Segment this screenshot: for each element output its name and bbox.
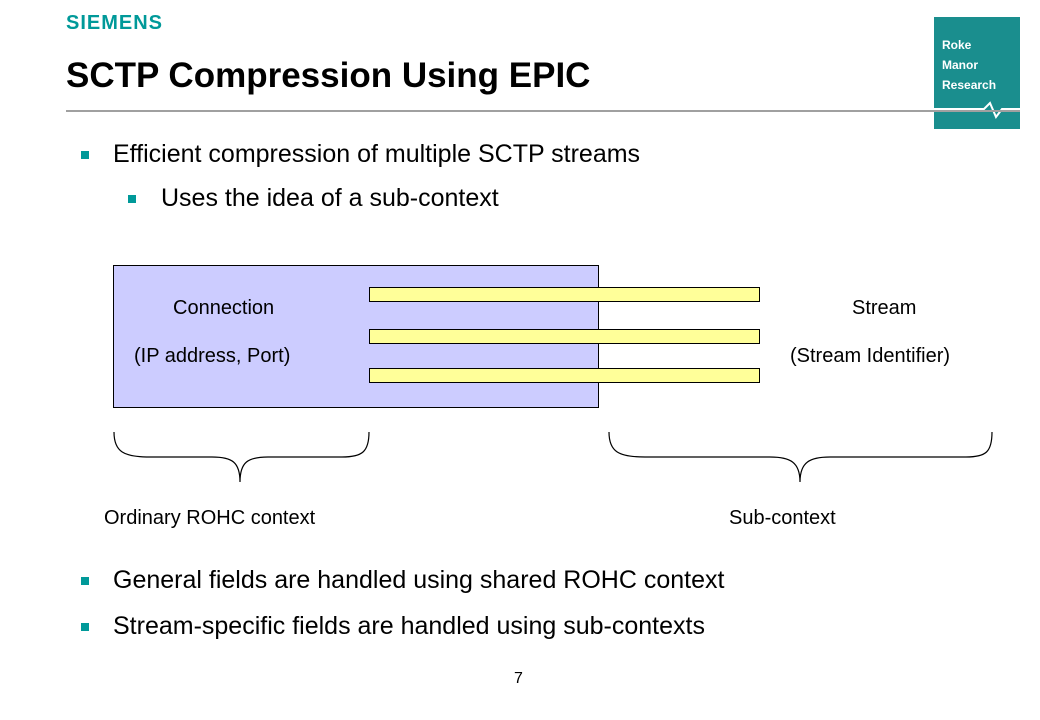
bullet-text: General fields are handled using shared … bbox=[113, 566, 725, 594]
bullet-item: Efficient compression of multiple SCTP s… bbox=[81, 140, 641, 169]
bullet-text: Uses the idea of a sub-context bbox=[161, 184, 499, 212]
siemens-logo: SIEMENS bbox=[66, 12, 164, 34]
stream-bar bbox=[369, 287, 760, 302]
bullet-item: General fields are handled using shared … bbox=[81, 566, 725, 595]
stream-sublabel: (Stream Identifier) bbox=[790, 345, 951, 367]
slide-title: SCTP Compression Using EPIC bbox=[66, 56, 591, 95]
stream-label: Stream bbox=[852, 297, 917, 319]
bullet-item: Stream-specific fields are handled using… bbox=[81, 612, 705, 641]
bullet-text: Stream-specific fields are handled using… bbox=[113, 612, 705, 640]
logo-line-roke: Roke bbox=[942, 38, 972, 52]
connection-sublabel: (IP address, Port) bbox=[134, 345, 291, 367]
ordinary-context-label: Ordinary ROHC context bbox=[104, 507, 316, 529]
bullet-square-icon bbox=[128, 195, 136, 203]
bullet-square-icon bbox=[81, 151, 89, 159]
bullet-square-icon bbox=[81, 577, 89, 585]
stream-bar bbox=[369, 329, 760, 344]
connection-label: Connection bbox=[173, 297, 275, 319]
page-number: 7 bbox=[514, 670, 523, 687]
bullet-square-icon bbox=[81, 623, 89, 631]
logo-line-research: Research bbox=[942, 78, 997, 92]
sub-bullet-item: Uses the idea of a sub-context bbox=[128, 184, 499, 213]
logo-line-manor: Manor bbox=[942, 58, 978, 72]
right-brace bbox=[608, 431, 993, 483]
bullet-text: Efficient compression of multiple SCTP s… bbox=[113, 140, 641, 168]
stream-bar bbox=[369, 368, 760, 383]
sub-context-label: Sub-context bbox=[729, 507, 836, 529]
left-brace bbox=[113, 431, 370, 483]
title-divider bbox=[66, 110, 1020, 112]
